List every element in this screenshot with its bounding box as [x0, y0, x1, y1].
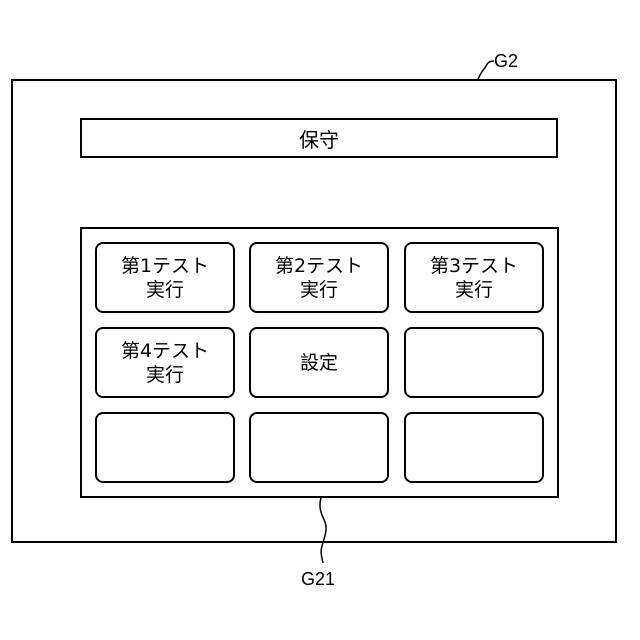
empty-button-6[interactable]	[404, 327, 544, 398]
button-label-line2: 実行	[455, 278, 493, 302]
empty-button-7[interactable]	[95, 412, 235, 483]
button-label-line1: 第2テスト	[275, 254, 363, 278]
empty-button-8[interactable]	[249, 412, 389, 483]
g2-leader-line	[478, 61, 494, 79]
button-label-line1: 設定	[300, 351, 338, 375]
panel-reference-label: G21	[301, 570, 335, 588]
button-label-line2: 実行	[146, 363, 184, 387]
test-2-run-button[interactable]: 第2テスト 実行	[249, 242, 389, 313]
screen-reference-label: G2	[494, 52, 518, 70]
button-label-line2: 実行	[300, 278, 338, 302]
test-3-run-button[interactable]: 第3テスト 実行	[404, 242, 544, 313]
button-label-line1: 第4テスト	[121, 339, 209, 363]
test-1-run-button[interactable]: 第1テスト 実行	[95, 242, 235, 313]
button-label-line1: 第3テスト	[430, 254, 518, 278]
screen-title-text: 保守	[299, 124, 339, 153]
test-4-run-button[interactable]: 第4テスト 実行	[95, 327, 235, 398]
button-label-line1: 第1テスト	[121, 254, 209, 278]
empty-button-9[interactable]	[404, 412, 544, 483]
screen-title: 保守	[80, 118, 558, 158]
button-label-line2: 実行	[146, 278, 184, 302]
settings-button[interactable]: 設定	[249, 327, 389, 398]
